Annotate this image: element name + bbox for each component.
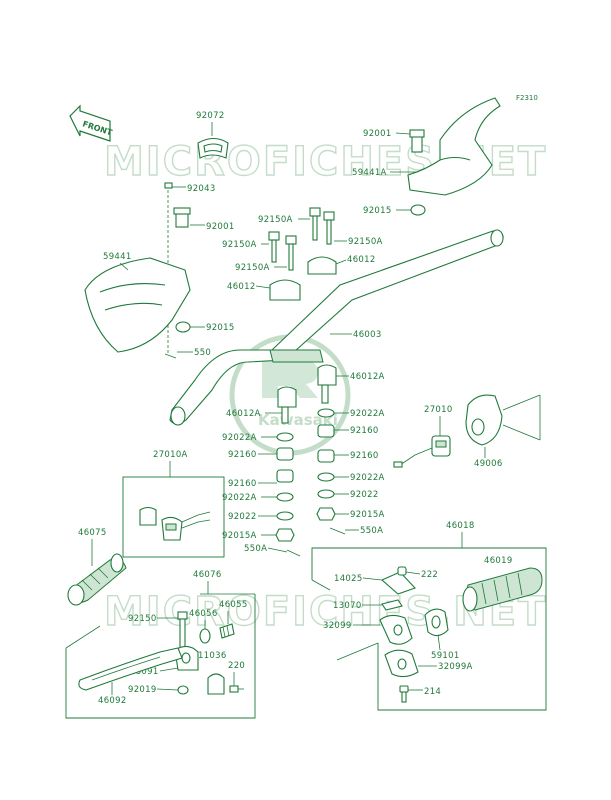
part-46019-throttle-grip <box>462 567 543 612</box>
part-46003-handlebar <box>169 229 504 426</box>
label-214: 214 <box>424 687 441 697</box>
label-222: 222 <box>421 570 438 580</box>
part-32099-housing <box>379 614 413 645</box>
label-46092: 46092 <box>98 696 127 706</box>
kawasaki-logo: Kawasaki <box>229 334 351 456</box>
part-13070-plate <box>381 599 403 611</box>
label-92160-b: 92160 <box>228 450 257 460</box>
label-59101: 59101 <box>431 651 460 661</box>
label-11036: 11036 <box>198 651 227 661</box>
group-46018-box <box>311 547 547 711</box>
part-59101-pulley <box>424 608 449 637</box>
part-59441-hand-guard <box>84 182 191 359</box>
label-59441A: 59441A <box>352 168 387 178</box>
label-92001-left: 92001 <box>206 222 235 232</box>
part-46056-washer <box>199 628 211 644</box>
label-27010A: 27010A <box>153 450 188 460</box>
svg-text:Kawasaki: Kawasaki <box>258 411 338 429</box>
part-14025-cover <box>380 566 416 595</box>
label-92022A-1: 92022A <box>350 409 385 419</box>
part-49006-throttle-housing <box>465 394 541 446</box>
label-92150A-4: 92150A <box>235 263 270 273</box>
label-92019: 92019 <box>128 685 157 695</box>
label-92022A-2: 92022A <box>222 433 257 443</box>
label-46019: 46019 <box>484 556 513 566</box>
part-clutch-perch <box>174 645 244 695</box>
clamps-46012A <box>277 364 337 424</box>
label-550: 550 <box>194 348 211 358</box>
part-27010-switch <box>393 425 451 468</box>
label-92160-c: 92160 <box>350 451 379 461</box>
label-92150A-3: 92150A <box>222 240 257 250</box>
group-46076-box <box>65 594 256 719</box>
label-32099A: 32099A <box>438 662 473 672</box>
ref-code: F2310 <box>516 94 538 102</box>
label-92072: 92072 <box>196 111 225 121</box>
part-92072-clamp <box>197 137 229 159</box>
part-214-screw <box>399 685 409 703</box>
label-46012A-2: 46012A <box>226 409 261 419</box>
label-92150A-1: 92150A <box>258 215 293 225</box>
label-92160-d: 92160 <box>228 479 257 489</box>
label-46076: 46076 <box>193 570 222 580</box>
group-27010A-box <box>122 476 225 558</box>
label-46012A-1: 46012A <box>350 372 385 382</box>
label-92015-left: 92015 <box>206 323 235 333</box>
front-arrow-icon: FRONT <box>69 104 114 142</box>
label-46075: 46075 <box>78 528 107 538</box>
label-92150A-2: 92150A <box>348 237 383 247</box>
part-27010A-switch <box>139 506 211 541</box>
label-92022A-3: 92022A <box>350 473 385 483</box>
part-46092-clutch-lever <box>78 647 183 691</box>
label-14025: 14025 <box>334 574 363 584</box>
part-46055-adjuster <box>219 623 235 639</box>
label-27010: 27010 <box>424 405 453 415</box>
label-46012-b: 46012 <box>227 282 256 292</box>
label-13091: 13091 <box>130 667 159 677</box>
label-550A-1: 550A <box>360 526 383 536</box>
label-32099: 32099 <box>323 621 352 631</box>
label-92160-a: 92160 <box>350 426 379 436</box>
label-92022-a: 92022 <box>350 490 379 500</box>
label-92015A-1: 92015A <box>350 510 385 520</box>
label-46018: 46018 <box>446 521 475 531</box>
label-92022A-4: 92022A <box>222 493 257 503</box>
label-46003: 46003 <box>353 330 382 340</box>
label-92022-b: 92022 <box>228 512 257 522</box>
bolts-92150A <box>268 207 335 271</box>
label-92001-top: 92001 <box>363 129 392 139</box>
part-46075-grip <box>67 553 127 606</box>
label-550A-2: 550A <box>244 544 267 554</box>
label-46055: 46055 <box>219 600 248 610</box>
label-92015A-2: 92015A <box>222 531 257 541</box>
label-13070: 13070 <box>333 601 362 611</box>
label-46056: 46056 <box>189 609 218 619</box>
label-92043: 92043 <box>187 184 216 194</box>
label-220: 220 <box>228 661 245 671</box>
label-46012-a: 46012 <box>347 255 376 265</box>
label-92150: 92150 <box>128 614 157 624</box>
label-49006: 49006 <box>474 459 503 469</box>
part-32099A-housing <box>384 649 419 678</box>
holders-46012 <box>269 256 337 301</box>
label-59441: 59441 <box>103 252 132 262</box>
part-59441A-hand-guard <box>407 97 501 216</box>
label-92015-top: 92015 <box>363 206 392 216</box>
